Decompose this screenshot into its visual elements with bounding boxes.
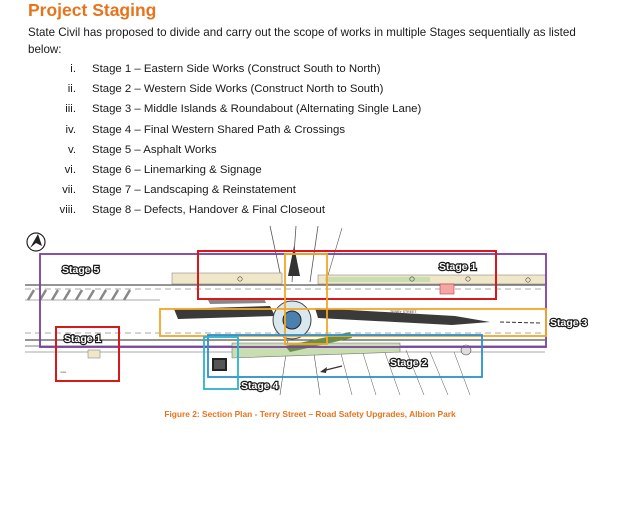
list-item-text: Stage 4 – Final Western Shared Path & Cr… [92, 123, 346, 136]
stage-4-outline [203, 336, 239, 390]
list-item-text: Stage 5 – Asphalt Works [92, 143, 217, 156]
stage-1-south-label: Stage 1 [64, 333, 102, 345]
intro-paragraph: State Civil has proposed to divide and c… [28, 26, 576, 56]
list-item-text: Stage 2 – Western Side Works (Construct … [92, 83, 384, 96]
stage-2-label: Stage 2 [390, 357, 428, 369]
figure-caption: Figure 2: Section Plan - Terry Street – … [164, 409, 456, 419]
list-numeral: iv. [65, 123, 76, 136]
stage-3-label: Stage 3 [550, 317, 588, 329]
north-island [288, 246, 300, 276]
list-item-text: Stage 8 – Defects, Handover & Final Clos… [92, 204, 326, 217]
list-numeral: viii. [59, 204, 76, 217]
stage-4-label: Stage 4 [241, 380, 279, 392]
north-arrow-icon [26, 232, 46, 252]
list-numeral: v. [67, 143, 76, 156]
stage-3-outline [159, 308, 547, 337]
stage-5-label: Stage 5 [62, 264, 100, 276]
stage-3-roundabout-outline [284, 253, 328, 345]
list-numeral: vii. [62, 184, 76, 197]
list-numeral: ii. [67, 83, 76, 96]
list-item-text: Stage 6 – Linemarking & Signage [92, 163, 262, 176]
stage-1-south-outline [55, 326, 120, 382]
list-item-text: Stage 1 – Eastern Side Works (Construct … [92, 63, 381, 75]
median-islands [174, 298, 541, 325]
list-numeral: vi. [64, 163, 76, 176]
list-numeral: i. [70, 63, 76, 75]
stage-1-north-label: Stage 1 [439, 261, 477, 273]
list-item-text: Stage 3 – Middle Islands & Roundabout (A… [92, 103, 422, 116]
svg-text:notes: notes [60, 370, 67, 374]
list-numeral: iii. [65, 103, 76, 116]
list-item-text: Stage 7 – Landscaping & Reinstatement [92, 184, 296, 197]
stage-1-north-outline [197, 250, 497, 300]
stage-2-outline [207, 334, 483, 378]
street-name: TERRY STREET [390, 310, 417, 314]
section-plan-drawing: notes TERRY STREET Stage 5 Stage 1 Stage… [25, 225, 589, 396]
roundabout [272, 300, 312, 340]
page-heading: Project Staging [28, 0, 157, 20]
hatched-verge [26, 289, 132, 301]
northern-verge [171, 272, 547, 295]
